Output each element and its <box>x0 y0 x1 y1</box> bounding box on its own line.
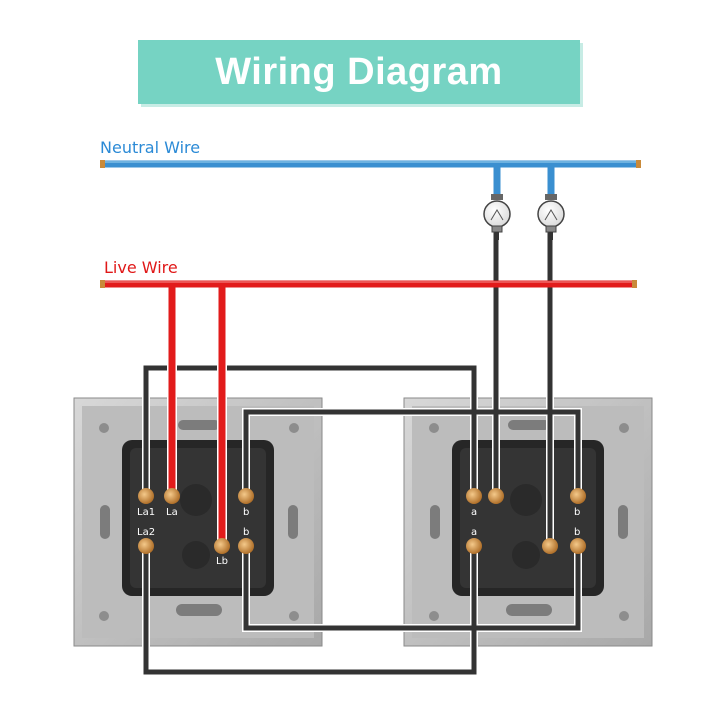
page-title: Wiring Diagram <box>215 50 503 93</box>
title-banner: Wiring Diagram <box>138 40 580 104</box>
terminal-label: La2 <box>137 527 155 538</box>
terminal-label: b <box>574 507 580 518</box>
live-wire <box>100 280 637 544</box>
terminal-label: a <box>471 507 477 518</box>
terminal-label: b <box>574 527 580 538</box>
terminal-label: Lb <box>216 556 228 567</box>
neutral-wire <box>100 160 641 196</box>
bulb-icon <box>537 194 565 240</box>
terminal-label: b <box>243 507 249 518</box>
neutral-wire-label: Neutral Wire <box>100 138 201 157</box>
switch-link-wires <box>142 210 582 676</box>
left-switch-terminals: La1 La b La2 Lb b <box>137 488 254 567</box>
live-wire-label: Live Wire <box>104 258 178 277</box>
bulb-icon <box>483 194 511 240</box>
right-switch-plate <box>403 397 653 647</box>
terminal-label: La1 <box>137 507 155 518</box>
terminal-label: La <box>166 507 178 518</box>
terminal-label: a <box>471 527 477 538</box>
terminal-label: b <box>243 527 249 538</box>
left-switch-plate <box>73 397 323 647</box>
right-switch-terminals: a a b b <box>466 488 586 554</box>
